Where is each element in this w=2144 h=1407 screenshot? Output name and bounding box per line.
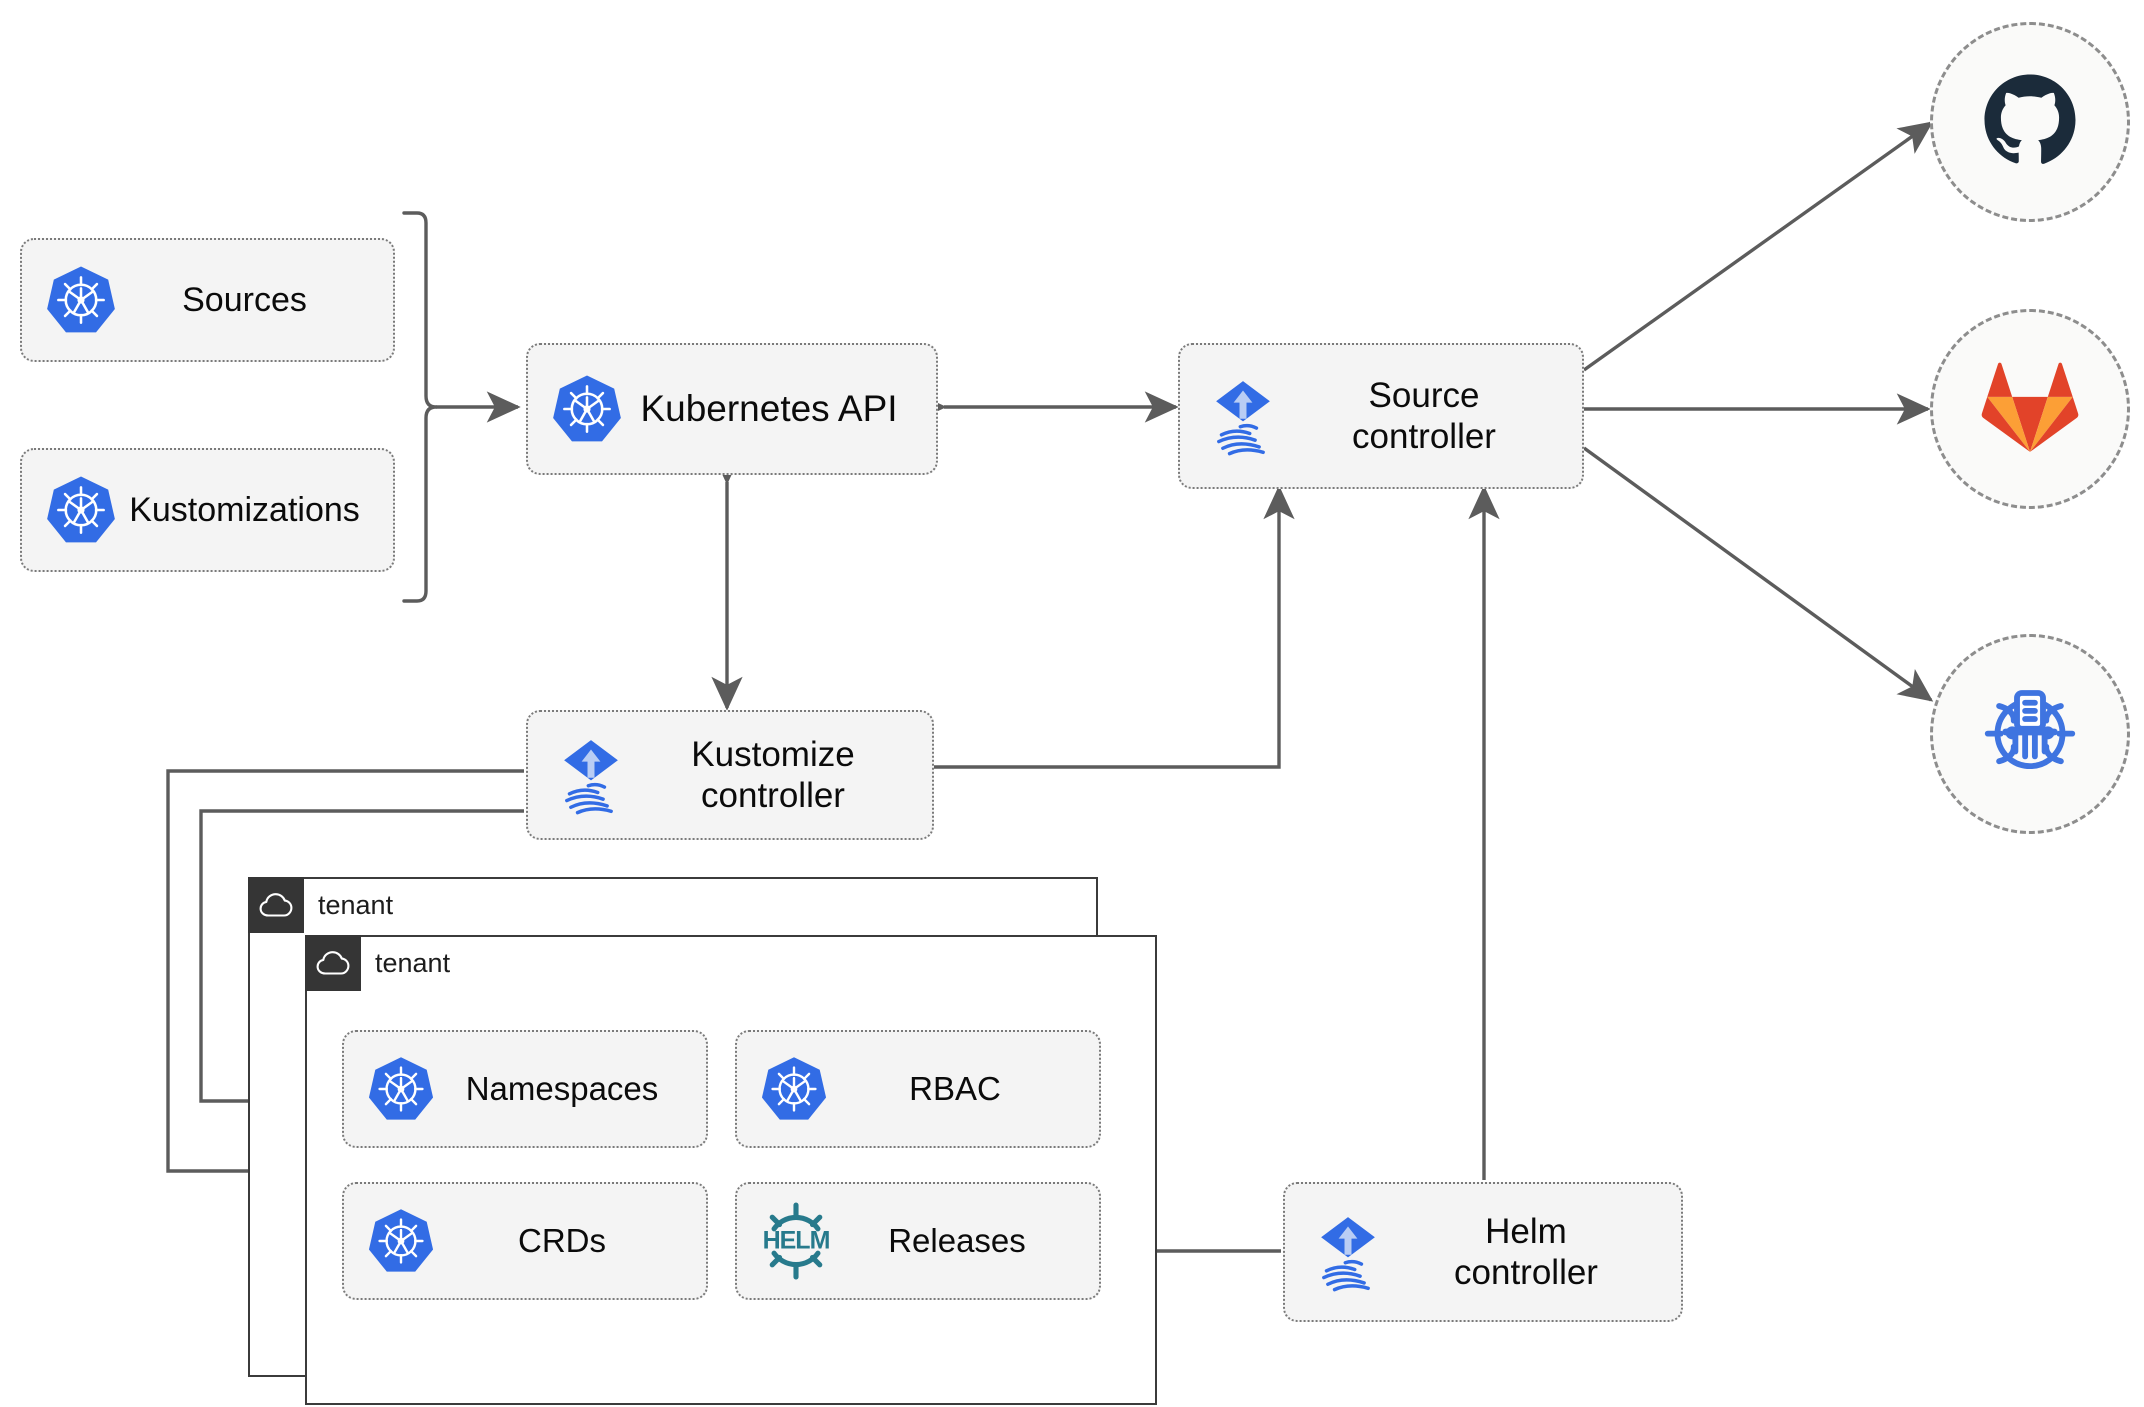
node-label: CRDs	[518, 1221, 606, 1259]
node-label: Kustomize controller	[634, 734, 912, 817]
node-releases[interactable]: HELM Releases	[735, 1182, 1101, 1300]
node-source-controller[interactable]: Source controller	[1178, 343, 1584, 489]
node-helm-controller[interactable]: Helm controller	[1283, 1182, 1683, 1322]
edge-source-to-github	[1583, 121, 1934, 372]
node-kustomize-controller[interactable]: Kustomize controller	[526, 710, 934, 840]
provider-circle-bucket[interactable]	[1930, 634, 2130, 834]
tenant-label-inner: tenant	[375, 947, 451, 978]
node-label-line2: controller	[1352, 417, 1496, 456]
gitlab-icon	[1980, 359, 2080, 460]
node-label: RBAC	[909, 1069, 1001, 1107]
node-label: Kustomizations	[129, 490, 360, 529]
node-label-line1: Source	[1368, 375, 1480, 415]
cloud-icon	[248, 877, 304, 933]
bucket-icon	[1978, 680, 2082, 789]
tenant-label-outer: tenant	[318, 889, 394, 920]
node-label: Sources	[182, 280, 307, 319]
tenant-title-bar-inner: tenant	[305, 935, 450, 991]
helm-icon: HELM	[757, 1202, 835, 1280]
tenant-title-bar-outer: tenant	[248, 877, 393, 933]
cloud-icon	[305, 935, 361, 991]
node-label: Releases	[888, 1221, 1026, 1259]
kubernetes-icon	[757, 1052, 831, 1126]
tenant-frame-inner: tenant	[305, 935, 1157, 1405]
edge-kustomize-to-source-controller	[934, 485, 1295, 769]
node-namespaces[interactable]: Namespaces	[342, 1030, 708, 1148]
node-label-line1: Helm	[1485, 1211, 1567, 1251]
flux-icon	[548, 732, 634, 818]
node-kubernetes-api[interactable]: Kubernetes API	[526, 343, 938, 475]
kubernetes-icon	[44, 263, 118, 337]
node-label-line2: controller	[1454, 1253, 1598, 1292]
github-icon	[1978, 68, 2082, 177]
node-label: Namespaces	[465, 1069, 659, 1107]
provider-circle-github[interactable]	[1930, 22, 2130, 222]
helm-icon-text: HELM	[762, 1226, 831, 1255]
node-sources[interactable]: Sources	[20, 238, 395, 362]
node-label-line2: controller	[701, 776, 845, 815]
node-label: Kubernetes API	[640, 388, 898, 430]
node-label: Helm controller	[1391, 1211, 1661, 1294]
provider-circle-gitlab[interactable]	[1930, 309, 2130, 509]
node-kustomizations[interactable]: Kustomizations	[20, 448, 395, 572]
kubernetes-icon	[364, 1204, 438, 1278]
kubernetes-icon	[44, 473, 118, 547]
kubernetes-icon	[364, 1052, 438, 1126]
kubernetes-icon	[550, 372, 624, 446]
node-label: Source controller	[1286, 375, 1562, 458]
flux-icon	[1200, 373, 1286, 459]
node-crds[interactable]: CRDs	[342, 1182, 708, 1300]
node-rbac[interactable]: RBAC	[735, 1030, 1101, 1148]
node-label-line1: Kustomize	[691, 734, 855, 774]
flux-icon	[1305, 1209, 1391, 1295]
edge-source-to-bucket	[1583, 446, 1934, 702]
group-brace	[402, 211, 438, 603]
